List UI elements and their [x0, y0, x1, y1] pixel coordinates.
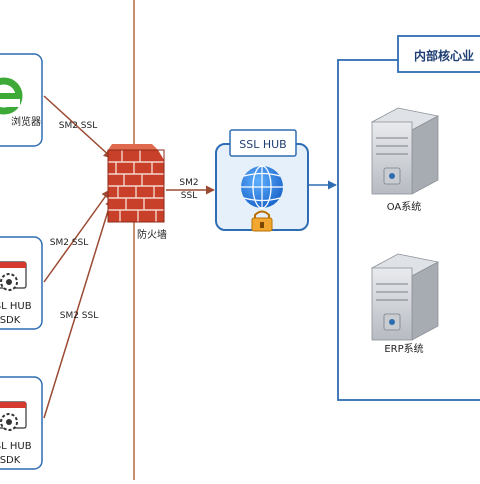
client-sdk-1-label: SDK: [0, 315, 21, 326]
server-icon: [370, 253, 440, 341]
internal-zone-title: 内部核心业: [414, 48, 474, 63]
ssl-hub-device: SSL HUB: [215, 129, 309, 232]
link-sdk-1-to-firewall: [43, 189, 111, 283]
browser-icon: [0, 77, 23, 115]
middle-link-line1: SM2: [179, 178, 198, 188]
firewall-icon: [107, 144, 165, 223]
client-sdk-2: SSL HUB SDK: [0, 376, 43, 470]
server-icon: [370, 107, 440, 195]
client-browser-label: 浏览器: [11, 115, 41, 128]
firewall-label: 防火墙: [137, 228, 167, 241]
sdk-2-app-icon: [0, 401, 27, 431]
ssl-hub-title-box: [229, 129, 297, 157]
lock-icon: [251, 210, 273, 232]
sdk-1-app-icon: [0, 261, 27, 291]
internal-zone-title-box: [397, 35, 480, 73]
link-label-2: SM2 SSL: [50, 238, 89, 248]
oa-server: OA系统: [370, 107, 440, 213]
ssl-hub-title: SSL HUB: [239, 138, 286, 151]
link-label-3: SM2 SSL: [60, 311, 99, 321]
globe-icon: [241, 165, 283, 209]
client-sdk-1-title: SSL HUB: [0, 301, 32, 312]
client-sdk-2-title: SSL HUB: [0, 441, 32, 452]
client-sdk-2-label: SDK: [0, 455, 21, 466]
erp-server-label: ERP系统: [384, 342, 423, 355]
oa-server-label: OA系统: [387, 200, 422, 213]
link-browser-to-firewall: [43, 95, 113, 159]
link-sdk-2-to-firewall: [43, 197, 114, 419]
link-label-1: SM2 SSL: [59, 121, 98, 131]
middle-link-line2: SSL: [181, 191, 197, 201]
client-browser: 浏览器: [0, 53, 43, 147]
erp-server: ERP系统: [370, 253, 440, 355]
client-sdk-1: SSL HUB SDK: [0, 236, 43, 330]
